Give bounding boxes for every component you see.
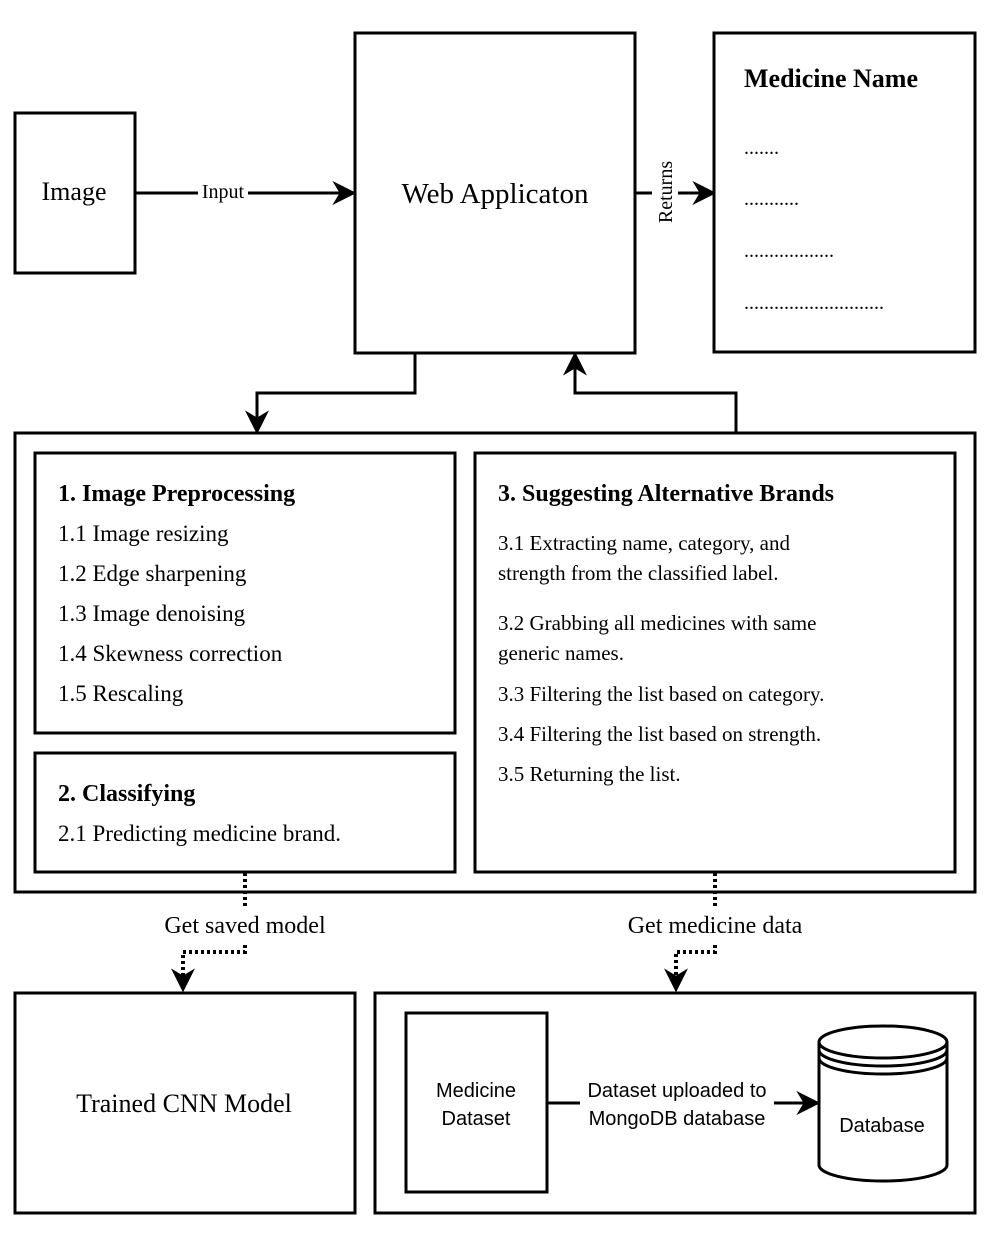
webapp-to-processing-edge xyxy=(245,353,417,435)
preprocessing-item: 1.5 Rescaling xyxy=(58,681,184,706)
classifying-item: 2.1 Predicting medicine brand. xyxy=(58,821,341,846)
medicine-name-placeholder: ........... xyxy=(744,188,799,210)
medicine-name-placeholder: ............................ xyxy=(744,292,884,314)
suggesting-item-line: 3.5 Returning the list. xyxy=(498,762,681,786)
suggesting-item-line: generic names. xyxy=(498,641,624,665)
input-edge-label: Input xyxy=(202,181,245,203)
cnn-model-node: Trained CNN Model xyxy=(13,991,357,1215)
preprocessing-item: 1.1 Image resizing xyxy=(58,521,229,546)
image-node-label: Image xyxy=(42,177,107,206)
webapp-node: Web Applicaton xyxy=(353,31,637,355)
preprocessing-item: 1.2 Edge sharpening xyxy=(58,561,247,586)
processing-to-webapp-edge xyxy=(563,351,738,432)
medicine-name-placeholder: .................. xyxy=(744,240,834,262)
preprocessing-title: 1. Image Preprocessing xyxy=(58,481,295,507)
medicine-name-node: Medicine Name ....... ........... ......… xyxy=(712,31,977,354)
saved-model-edge-label: Get saved model xyxy=(164,913,326,939)
medicine-name-placeholder: ....... xyxy=(744,137,779,159)
suggesting-node: 3. Suggesting Alternative Brands 3.1 Ext… xyxy=(473,451,957,874)
upload-edge: Dataset uploaded to MongoDB database xyxy=(547,1078,821,1130)
suggesting-title: 3. Suggesting Alternative Brands xyxy=(498,481,834,507)
preprocessing-item: 1.4 Skewness correction xyxy=(58,641,283,666)
image-node: Image xyxy=(13,111,137,275)
dataset-label-line: Medicine xyxy=(436,1080,516,1102)
dataset-label-line: Dataset xyxy=(442,1108,511,1130)
suggesting-item-line: 3.1 Extracting name, category, and xyxy=(498,531,790,555)
classifying-title: 2. Classifying xyxy=(58,781,195,807)
suggesting-item-line: strength from the classified label. xyxy=(498,561,779,585)
database-cylinder-icon: Database xyxy=(817,1024,949,1183)
medicine-data-edge: Get medicine data xyxy=(610,873,820,993)
upload-edge-label-line: MongoDB database xyxy=(589,1108,766,1130)
saved-model-edge: Get saved model xyxy=(148,873,342,993)
suggesting-item-line: 3.2 Grabbing all medicines with same xyxy=(498,611,816,635)
returns-edge: Returns xyxy=(635,150,717,230)
suggesting-item-line: 3.3 Filtering the list based on category… xyxy=(498,682,824,706)
medicine-name-title: Medicine Name xyxy=(744,64,918,93)
preprocessing-node: 1. Image Preprocessing 1.1 Image resizin… xyxy=(33,451,457,735)
cnn-model-label: Trained CNN Model xyxy=(76,1089,292,1118)
suggesting-item-line: 3.4 Filtering the list based on strength… xyxy=(498,722,821,746)
input-edge: Input xyxy=(135,180,357,205)
preprocessing-item: 1.3 Image denoising xyxy=(58,601,246,626)
database-label: Database xyxy=(839,1115,925,1137)
upload-edge-label-line: Dataset uploaded to xyxy=(587,1080,766,1102)
returns-edge-label: Returns xyxy=(655,161,677,223)
medicine-data-edge-label: Get medicine data xyxy=(628,913,803,939)
classifying-node: 2. Classifying 2.1 Predicting medicine b… xyxy=(33,751,457,874)
webapp-node-label: Web Applicaton xyxy=(402,178,589,210)
dataset-node: Medicine Dataset xyxy=(404,1011,549,1194)
